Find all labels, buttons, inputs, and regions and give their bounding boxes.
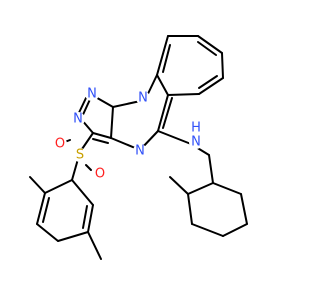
atom-o-sulfonyl-right: O [95, 167, 105, 182]
atom-h-amine: H [191, 121, 201, 136]
cyclohexyl-ring [169, 154, 248, 237]
atom-labels: N N N N N H S O O [53, 87, 203, 182]
atom-n-triazole-left: N [73, 112, 83, 127]
dimethylphenyl-ring [29, 176, 102, 260]
atom-n-bridgehead: N [138, 91, 148, 106]
atom-o-sulfonyl-left: O [55, 137, 65, 152]
atom-n-amine: N [191, 135, 201, 150]
atom-n-triazole-top: N [87, 87, 97, 102]
molecule-structure: N N N N N H S O O [29, 35, 248, 260]
atom-s-sulfonyl: S [76, 148, 84, 163]
benzo-ring [156, 35, 224, 96]
atom-n-pyrimidine: N [135, 144, 145, 159]
